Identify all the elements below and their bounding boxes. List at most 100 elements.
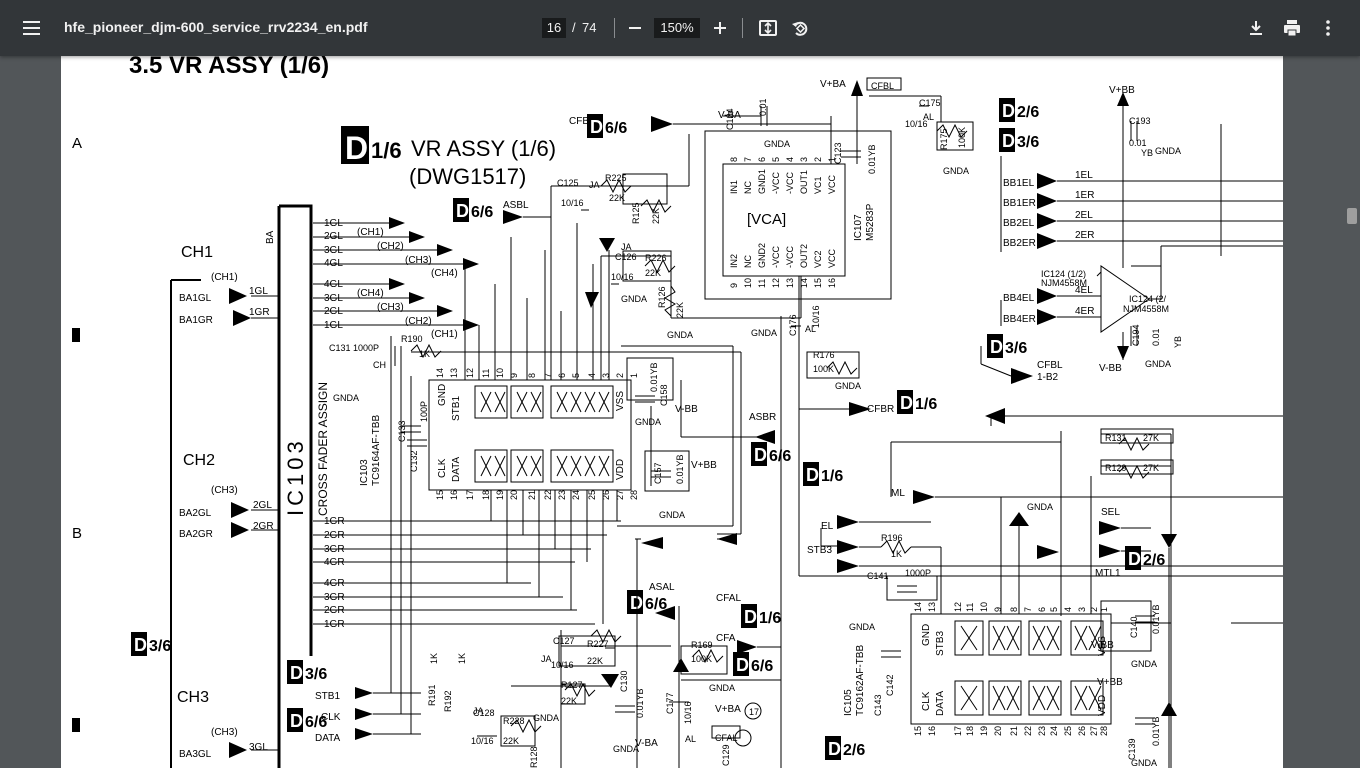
more-actions-button[interactable] <box>1312 12 1344 44</box>
ch-tag: (CH1) <box>431 329 458 340</box>
signal-label: 1-B2 <box>1037 372 1059 383</box>
ic107-body <box>722 163 846 277</box>
d-ref-letter: D <box>754 445 767 465</box>
ic-pin-number: 25 <box>1063 726 1073 736</box>
rotate-button[interactable] <box>784 12 816 44</box>
section-title: 3.5 VR ASSY (1/6) <box>129 56 329 79</box>
ground-label: GNDA <box>1155 146 1181 156</box>
ch-tag: (CH4) <box>357 288 384 299</box>
component-label: JA <box>621 242 632 252</box>
ic103-vertical-label: IC103 <box>283 437 308 516</box>
zoom-in-button[interactable] <box>704 12 736 44</box>
ic-pin-number: 11 <box>481 369 491 378</box>
page-total: 74 <box>582 20 597 35</box>
d-ref-tag <box>733 652 749 676</box>
ic-part: IC124 (2/ <box>1129 294 1167 304</box>
ic-pin-number: 10 <box>495 368 505 378</box>
download-button[interactable] <box>1240 12 1272 44</box>
ic-pin-number: 26 <box>1077 726 1087 736</box>
ic-pin-name: CLK <box>921 691 932 711</box>
component-label: 10/16 <box>561 198 584 208</box>
ch-tag: (CH1) <box>211 272 238 283</box>
d-ref-frac: 2/6 <box>843 742 865 759</box>
signal-label: MTL1 <box>1095 568 1121 579</box>
bb-label: BB4ER <box>1003 314 1036 325</box>
component-label: 22K <box>561 696 577 706</box>
print-icon <box>1284 20 1300 37</box>
signal-label: CFBL <box>1037 360 1063 371</box>
more-vert-icon <box>1326 20 1330 36</box>
zoom-out-button[interactable] <box>619 12 651 44</box>
component-label: C127 <box>553 636 575 646</box>
component-label: R190 <box>401 334 423 344</box>
ground-label: GNDA <box>709 683 735 693</box>
d-ref-frac: 1/6 <box>821 468 843 485</box>
schematic-drawing: 3.5 VR ASSY (1/6) A B D 1/6 VR ASSY (1/6… <box>72 56 1283 768</box>
component-label: C132 <box>409 450 419 472</box>
component-label: 1000P <box>905 568 931 578</box>
ic-pin-number: 20 <box>509 490 519 500</box>
menu-button[interactable] <box>14 14 50 42</box>
connector-label: BA <box>265 230 276 244</box>
zoom-input[interactable]: 150% <box>654 18 700 38</box>
ic-pin-number: 19 <box>979 726 989 736</box>
d-ref-letter: D <box>590 117 603 137</box>
signal-label: V-BB <box>675 404 698 415</box>
ic-pin-number: 12 <box>953 602 963 612</box>
component-label: C142 <box>885 674 895 696</box>
d-ref-letter: D <box>806 465 819 485</box>
component-label: C123 <box>833 142 843 164</box>
ic-pin-number: 13 <box>785 278 795 288</box>
d-ref-letter: D <box>736 655 749 675</box>
component-label: C194 <box>1131 324 1141 346</box>
ground-label: GNDA <box>621 294 647 304</box>
component-label: R226 <box>645 253 667 263</box>
ic-part-number: NJM4558M <box>1123 304 1169 314</box>
margin-letter-a: A <box>72 135 82 152</box>
ic-pin-number: 15 <box>435 490 445 500</box>
d-ref-tag <box>287 660 303 684</box>
ic-pin-number: 21 <box>527 490 537 500</box>
plus-icon <box>714 22 726 34</box>
d-ref-tag <box>999 98 1015 122</box>
ic-pin-number: 15 <box>913 726 923 736</box>
print-button[interactable] <box>1276 12 1308 44</box>
ic-pin-name: -VCC <box>785 246 795 268</box>
component-label: 27K <box>1143 463 1159 473</box>
ic-pin-number: 14 <box>435 368 445 378</box>
page-number-input[interactable]: 16 <box>542 18 566 38</box>
ic-pin-name: -VCC <box>771 246 781 268</box>
component-label: 22K <box>503 736 519 746</box>
component-label: C175 <box>919 98 941 108</box>
component-label: JA <box>589 180 600 190</box>
component-label: R126 <box>657 286 667 308</box>
ic105-body <box>910 613 1112 725</box>
signal-label: ASBL <box>503 200 529 211</box>
component-label: C126 <box>615 252 637 262</box>
fit-page-button[interactable] <box>752 12 784 44</box>
component-label: AL <box>805 324 816 334</box>
ba-label: BA2GR <box>179 529 213 540</box>
component-label: 10/16 <box>811 305 821 328</box>
component-label: C128 <box>473 708 495 718</box>
component-label: R128 <box>529 746 539 768</box>
document-viewer[interactable]: 3.5 VR ASSY (1/6) A B D 1/6 VR ASSY (1/6… <box>0 56 1344 768</box>
bb-label: BB4EL <box>1003 293 1035 304</box>
component-label: R225 <box>605 173 627 183</box>
scrollbar-thumb[interactable] <box>1347 208 1357 224</box>
bb-short: 4EL <box>1075 285 1093 296</box>
component-label: JA <box>541 654 552 664</box>
vertical-scrollbar[interactable] <box>1344 56 1360 768</box>
component-label: 22K <box>587 656 603 666</box>
signal-label: SEL <box>1101 507 1120 518</box>
ic-pin-number: 18 <box>481 490 491 500</box>
minus-icon <box>629 27 641 29</box>
rotate-icon <box>792 21 808 36</box>
menu-icon-bar <box>23 33 40 35</box>
block-title-frac: 1/6 <box>371 138 402 163</box>
signal-label: V+BB <box>1097 677 1123 688</box>
component-label: 0.01 <box>758 98 768 116</box>
component-label: R127 <box>561 680 583 690</box>
ic-pin-name: VDD <box>615 459 626 480</box>
vca-label: [VCA] <box>747 211 786 228</box>
